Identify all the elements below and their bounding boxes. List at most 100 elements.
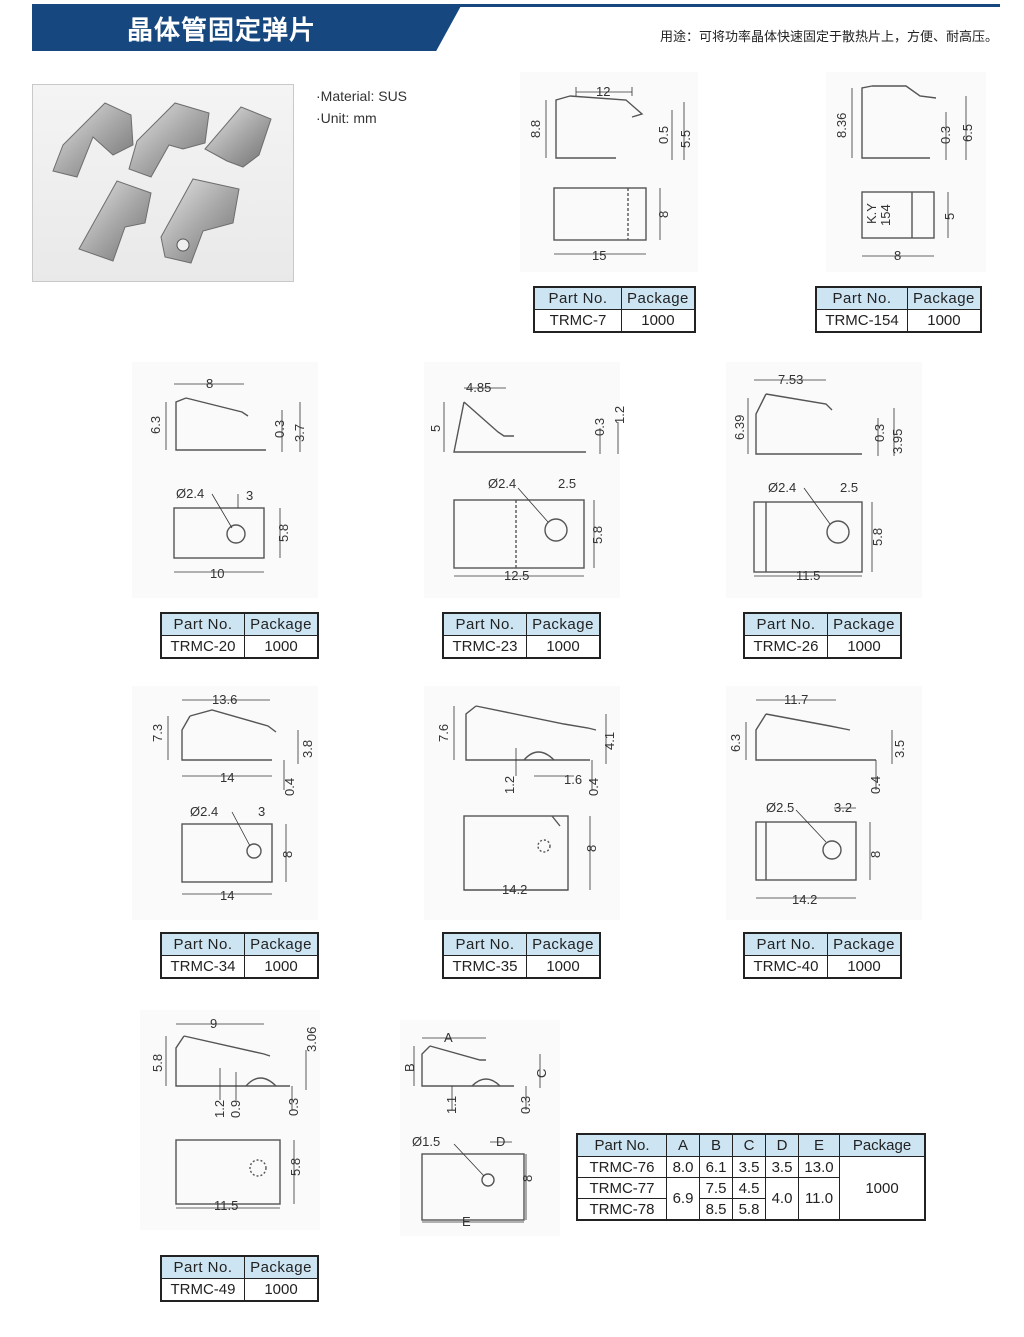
cell-e: 13.0 <box>798 1156 840 1178</box>
dim-height: 7.6 <box>436 724 451 742</box>
dim-thickness: 0.3 <box>938 126 953 144</box>
dim-hole: Ø2.5 <box>766 800 794 815</box>
dim-offset: 2.5 <box>840 480 858 495</box>
dim-thickness: 0.3 <box>286 1098 301 1116</box>
drawing-trmc-154: K.Y 154 8.36 0.3 6.5 8 5 <box>834 85 975 263</box>
col-package: Package <box>526 612 601 636</box>
dim-top-height: 5 <box>942 213 957 220</box>
dim-width: 8 <box>206 376 213 391</box>
cell-part: TRMC-35 <box>442 955 527 979</box>
dim-c: C <box>534 1069 549 1078</box>
drawing-trmc-35: 7.6 1.2 1.6 0.4 4.1 14.2 8 <box>436 705 617 897</box>
dim-b: 1.6 <box>564 772 582 787</box>
dim-rise: 1.2 <box>612 406 627 424</box>
panel-trmc-23 <box>424 362 620 598</box>
dim-height: 6.39 <box>732 415 747 440</box>
dim-top-height: 5.8 <box>590 526 605 544</box>
dim-offset: 3 <box>246 488 253 503</box>
col-part: Part No. <box>743 932 828 956</box>
dim-lower: 1.1 <box>444 1096 459 1114</box>
cell-package: 1000 <box>244 955 319 979</box>
cell-package: 1000 <box>906 309 982 333</box>
col-part: Part No. <box>743 612 828 636</box>
col-package: Package <box>906 286 982 310</box>
dim-b: B <box>402 1063 417 1072</box>
cell-package: 1000 <box>839 1156 926 1221</box>
dim-height: 6.3 <box>728 734 743 752</box>
drawing-trmc-26: 7.53 6.39 0.3 3.95 Ø2.4 2.5 11.5 5.8 <box>732 372 905 583</box>
side-profile-trmc-154 <box>861 85 930 159</box>
dim-rise: 3.7 <box>292 424 307 442</box>
dim-top-height: 8 <box>280 851 295 858</box>
drawing-trmc-49: 9 5.8 1.2 0.9 0.3 3.06 11.5 5.8 <box>150 1016 319 1213</box>
dim-top-width: 8 <box>894 248 901 263</box>
dim-width: 11.7 <box>784 692 808 707</box>
col-part: Part No. <box>533 286 622 310</box>
dim-top-height: 8 <box>868 851 883 858</box>
dim-thickness: 0.3 <box>872 424 887 442</box>
col-package: Package <box>827 612 902 636</box>
cell-part: TRMC-76 <box>576 1156 667 1178</box>
cell-part: TRMC-77 <box>576 1177 667 1199</box>
spec-material: ·Material: SUS <box>316 88 408 104</box>
dim-height: 8.36 <box>834 113 849 138</box>
side-profile-trmc-23 <box>453 401 586 453</box>
dim-thickness: 0.3 <box>518 1096 533 1114</box>
cell-b: 7.5 <box>699 1177 733 1199</box>
dim-top-width: 12.5 <box>504 568 529 583</box>
dim-e: E <box>462 1214 471 1229</box>
panel-trmc-34 <box>132 686 318 920</box>
cell-part: TRMC-20 <box>160 635 245 659</box>
drawing-trmc-40: 11.7 6.3 0.4 3.5 Ø2.5 3.2 14.2 8 <box>728 692 907 907</box>
dim-thickness: 0.4 <box>282 778 297 796</box>
clips-illustration <box>52 102 272 264</box>
header-rule <box>32 4 1000 7</box>
cell-part: TRMC-78 <box>576 1198 667 1221</box>
dim-thickness: 0.3 <box>592 418 607 436</box>
col-part: Part No. <box>160 1255 245 1279</box>
side-profile-trmc-35 <box>465 705 590 761</box>
dim-top-width: 11.5 <box>214 1198 238 1213</box>
col-part: Part No. <box>815 286 908 310</box>
dim-offset: 3.2 <box>834 800 852 815</box>
dim-offset: 3 <box>258 804 265 819</box>
dim-thickness: 0.5 <box>656 126 671 144</box>
dim-a: 1.2 <box>502 776 517 794</box>
col-part: Part No. <box>576 1133 667 1157</box>
dim-a: 1.2 <box>212 1100 227 1118</box>
cell-c: 5.8 <box>732 1198 766 1221</box>
dim-rise: 4.1 <box>602 732 617 750</box>
cell-package: 1000 <box>620 309 696 333</box>
dim-d: D <box>496 1134 505 1149</box>
dim-base: 14 <box>220 770 234 785</box>
dim-thickness: 0.4 <box>586 778 601 796</box>
dim-top-height: 8 <box>584 845 599 852</box>
col-part: Part No. <box>442 932 527 956</box>
col-package: Package <box>827 932 902 956</box>
cell-e: 11.0 <box>798 1177 840 1221</box>
dim-top-height: 8 <box>656 211 671 218</box>
cell-a: 6.9 <box>666 1177 700 1221</box>
col-package: Package <box>620 286 696 310</box>
cell-package: 1000 <box>526 955 601 979</box>
dim-width: 12 <box>596 84 610 99</box>
drawing-trmc-34: 13.6 7.3 14 0.4 3.8 Ø2.4 3 14 8 <box>150 692 315 903</box>
dim-top-width: 14.2 <box>792 892 817 907</box>
cell-b: 6.1 <box>699 1156 733 1178</box>
dim-top-width: 14 <box>220 888 234 903</box>
col-e: E <box>798 1133 840 1157</box>
cell-c: 3.5 <box>732 1156 766 1178</box>
drawing-trmc-7: 12 8.8 0.5 5.5 15 8 <box>528 84 693 263</box>
dim-offset: 2.5 <box>558 476 576 491</box>
mark-ky: K.Y <box>864 203 879 224</box>
dim-rise: 3.5 <box>892 740 907 758</box>
col-package: Package <box>839 1133 926 1157</box>
dim-height: 5 <box>428 425 443 432</box>
dim-top-width: 15 <box>592 248 606 263</box>
